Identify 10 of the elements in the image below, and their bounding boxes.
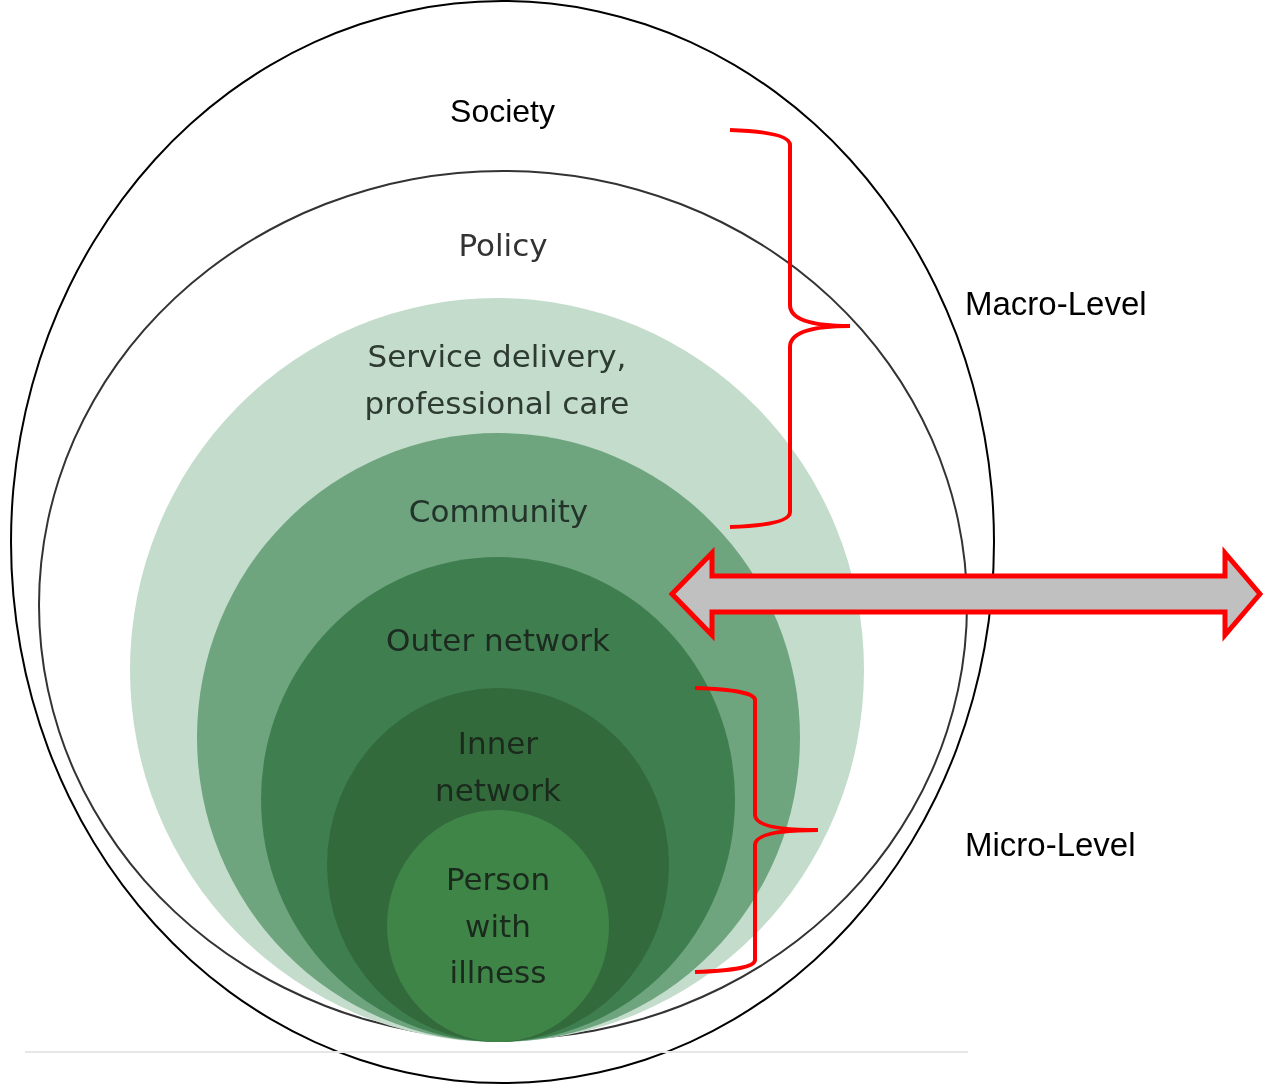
level-label: Policy — [457, 226, 549, 265]
level-label: Community — [407, 492, 590, 531]
level-label: Micro-Level — [965, 826, 1136, 864]
level-label: Inner network — [434, 724, 562, 810]
level-label: Macro-Level — [965, 285, 1147, 323]
level-label: Outer network — [385, 621, 611, 660]
level-label: Service delivery, professional care — [363, 337, 631, 423]
level-label: Person with illness — [444, 860, 552, 992]
level-label: Society — [449, 92, 556, 131]
circle — [38, 170, 968, 1040]
